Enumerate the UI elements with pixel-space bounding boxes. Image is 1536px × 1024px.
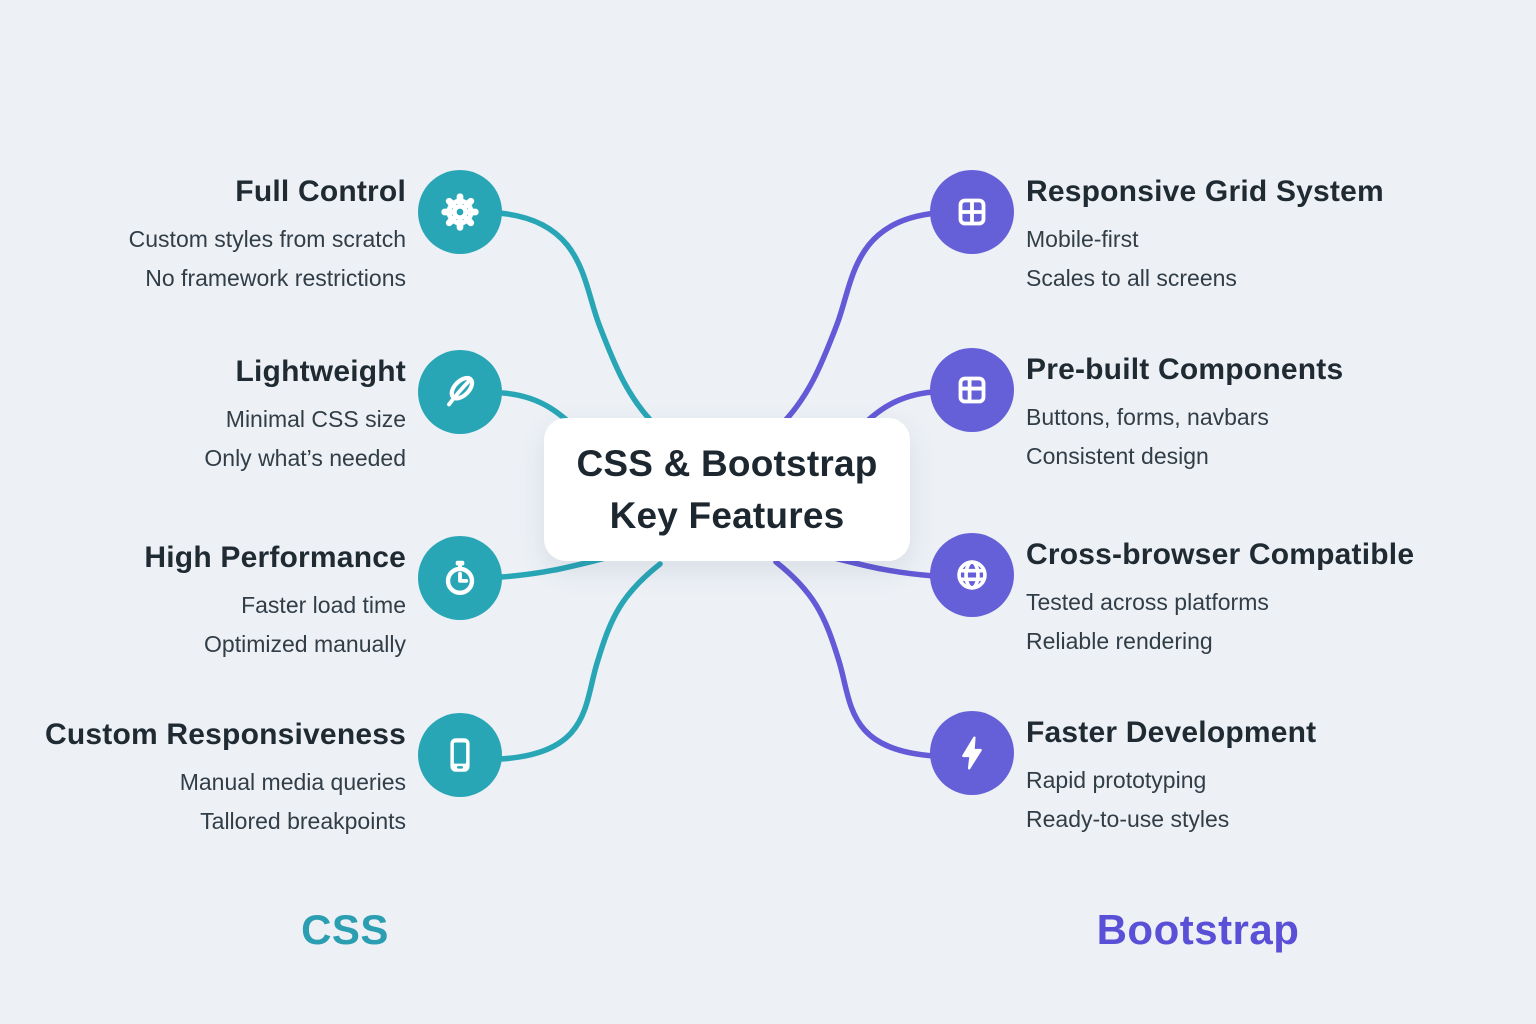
css-group-label: CSS [301,906,389,953]
feature-title: Faster Development [1026,716,1317,749]
grid-icon [930,170,1014,254]
center-title-line2: Key Features [609,494,845,536]
feature-line: No framework restrictions [145,265,406,291]
feature-title: Lightweight [235,355,406,388]
css-branch-curves [496,210,663,762]
feature-line: Custom styles from scratch [128,226,406,252]
feature-title: Pre-built Components [1026,353,1344,386]
phone-icon [418,713,502,797]
stopwatch-icon [418,536,502,620]
feature-row-high-performance: High Performance Faster load time Optimi… [144,536,502,664]
globe-icon [930,533,1014,617]
feature-title: Custom Responsiveness [45,718,406,751]
feature-line: Ready-to-use styles [1026,806,1230,832]
feature-row-responsive-grid: Responsive Grid System Mobile-first Scal… [930,170,1384,298]
feature-row-cross-browser: Cross-browser Compatible Tested across p… [930,533,1414,661]
bootstrap-branch-curves [773,210,940,759]
feature-row-full-control: Full Control Custom styles from scratch … [129,170,502,298]
center-title-card: CSS & Bootstrap Key Features [544,418,910,561]
feature-row-prebuilt-components: Pre-built Components Buttons, forms, nav… [930,348,1343,476]
gear-icon [418,170,502,254]
feature-line: Consistent design [1026,443,1209,469]
feature-line: Tallored breakpoints [200,808,406,834]
feature-line: Minimal CSS size [225,406,406,432]
feather-icon [418,350,502,434]
feature-line: Scales to all screens [1026,265,1237,291]
feature-line: Faster load time [241,592,406,618]
feature-title: Cross-browser Compatible [1026,538,1415,571]
feature-line: Tested across platforms [1026,589,1269,615]
feature-line: Mobile-first [1026,226,1139,252]
feature-line: Optimized manually [204,631,406,657]
bolt-icon [930,711,1014,795]
feature-title: Responsive Grid System [1026,175,1384,208]
feature-line: Reliable rendering [1026,628,1213,654]
center-title-line1: CSS & Bootstrap [576,443,878,485]
feature-title: Full Control [235,175,406,208]
feature-line: Manual media queries [179,769,406,795]
feature-row-custom-responsiveness: Custom Responsiveness Manual media queri… [45,713,502,841]
feature-line: Rapid prototyping [1026,767,1207,793]
feature-line: Only what’s needed [204,445,406,471]
feature-title: High Performance [144,541,406,574]
feature-line: Buttons, forms, navbars [1026,404,1269,430]
layout-grid-icon [930,348,1014,432]
feature-row-faster-development: Faster Development Rapid prototyping Rea… [930,711,1316,839]
feature-row-lightweight: Lightweight Minimal CSS size Only what’s… [204,350,502,478]
bootstrap-group-label: Bootstrap [1096,906,1300,953]
